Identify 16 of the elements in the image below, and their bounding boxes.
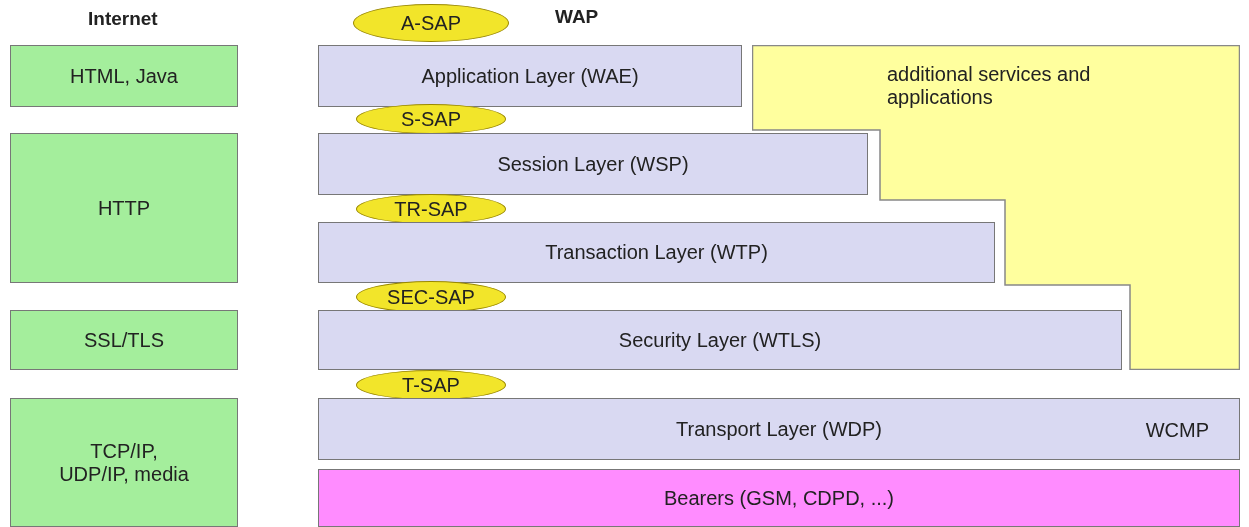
internet-layer-box: HTTP <box>10 133 238 283</box>
internet-layer-box: TCP/IP, UDP/IP, media <box>10 398 238 527</box>
layer-name: Transport Layer (WDP) <box>676 417 882 441</box>
access-point-ellipse: A-SAP <box>353 4 509 42</box>
wap-layer-box <box>318 398 1240 460</box>
access-point-ellipse: S-SAP <box>356 104 506 134</box>
column-heading: WAP <box>555 6 599 28</box>
access-point-ellipse: T-SAP <box>356 370 506 400</box>
access-point-ellipse: SEC-SAP <box>356 281 506 313</box>
internet-layer-box: HTML, Java <box>10 45 238 107</box>
wap-layer-box: Session Layer (WSP) <box>318 133 868 195</box>
column-heading: Internet <box>88 8 158 30</box>
bearer-layer-box: Bearers (GSM, CDPD, ...) <box>318 469 1240 527</box>
internet-layer-box: SSL/TLS <box>10 310 238 370</box>
protocol-name: WCMP <box>1145 419 1209 442</box>
wap-layer-box: Application Layer (WAE) <box>318 45 742 107</box>
